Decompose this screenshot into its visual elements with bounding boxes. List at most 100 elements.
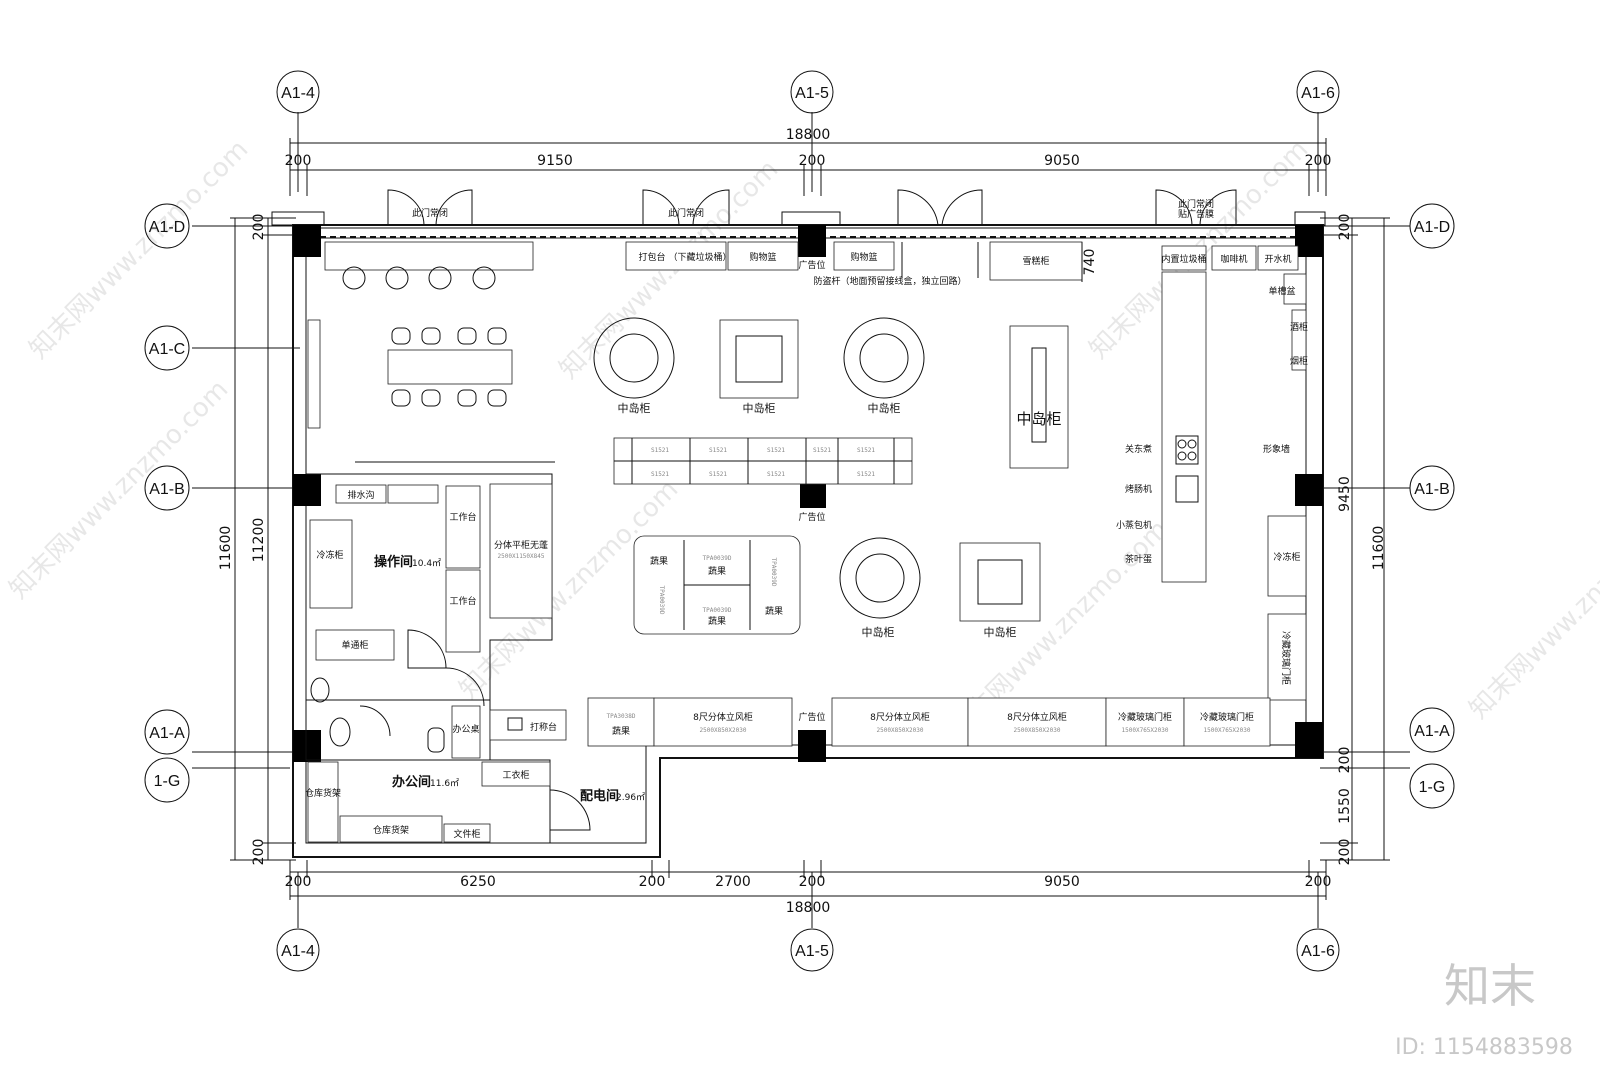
grid-label: A1-C xyxy=(149,341,185,358)
coffee-label: 咖啡机 xyxy=(1220,253,1247,265)
grid-top: A1-4 A1-5 A1-6 xyxy=(276,70,1340,192)
door-note: 贴广告膜 xyxy=(1178,208,1214,220)
produce-label: 蔬果 xyxy=(708,565,726,577)
warehouse-shelf-label: 仓库货架 xyxy=(305,787,341,799)
shelf-code: S1521 xyxy=(651,447,669,454)
cooler-label: 8尺分体立风柜 xyxy=(693,711,753,723)
door-note: 此门常闭 xyxy=(668,207,704,219)
dim-label: 2700 xyxy=(715,874,751,890)
grid-right: A1-D A1-B A1-A 1-G xyxy=(1320,203,1455,809)
center-shelves: S1521 S1521 S1521 S1521 S1521 S1521 S152… xyxy=(613,437,913,523)
sink-label: 单槽盆 xyxy=(1268,285,1295,297)
warehouse-shelf-label: 仓库货架 xyxy=(373,824,409,836)
cooler-size: 1500X765X2030 xyxy=(1204,727,1251,734)
island-label: 中岛柜 xyxy=(743,401,776,415)
room-area: 2.96㎡ xyxy=(616,792,645,803)
room-name: 操作间 xyxy=(374,554,413,570)
dims-bottom: 200 6250 200 2700 200 9050 200 18800 xyxy=(285,860,1332,916)
glass-cooler-label: 冷藏玻璃门柜 xyxy=(1280,631,1292,685)
island-label: 中岛柜 xyxy=(862,625,895,639)
ice-cream-cabinet-label: 雪糕柜 xyxy=(1022,255,1049,267)
grid-label: A1-D xyxy=(149,219,185,236)
cooler-label: 8尺分体立风柜 xyxy=(1007,711,1067,723)
brand-logo: 知末 xyxy=(1444,959,1536,1013)
cooler-size: 2500X850X2030 xyxy=(1014,727,1061,734)
locker-label: 工衣柜 xyxy=(502,769,529,781)
dim-label: 200 xyxy=(285,153,312,169)
door-note: 此门常闭 xyxy=(1178,198,1214,210)
grid-label: A1-A xyxy=(149,725,185,742)
produce-code: TPA0039D xyxy=(658,586,665,615)
island-label: 中岛柜 xyxy=(984,625,1017,639)
grid-label: A1-B xyxy=(1414,481,1450,498)
grid-label: A1-B xyxy=(149,481,185,498)
room-name: 办公间 xyxy=(392,774,431,790)
dim-label: 200 xyxy=(251,214,267,241)
bench-label: 工作台 xyxy=(449,595,476,607)
cooler-size: 2500X850X2030 xyxy=(700,727,747,734)
ad-spot-label: 广告位 xyxy=(798,259,825,271)
island-label: 中岛柜 xyxy=(868,401,901,415)
basket-label: 购物篮 xyxy=(749,251,776,263)
grid-label: A1-5 xyxy=(795,85,829,102)
bar-seating xyxy=(307,241,534,429)
grid-label: 1-G xyxy=(1419,779,1446,796)
sausage-label: 烤肠机 xyxy=(1125,483,1152,495)
dim-label: 200 xyxy=(1337,747,1353,774)
right-wall-counter: 内置垃圾桶 咖啡机 开水机 单槽盆 酒柜 烟柜 关东煮 烤肠机 小蒸包机 茶叶蛋… xyxy=(1116,245,1308,701)
anti-theft-note: 防盗杆（地面预留接线盒，独立回路） xyxy=(813,275,966,287)
pack-table-label: 打包台 xyxy=(638,251,665,263)
produce-label: 蔬果 xyxy=(765,605,783,617)
oden-label: 关东煮 xyxy=(1125,443,1152,455)
watermark: 知末网www.znzmo.com xyxy=(24,134,255,365)
basket-label: 购物篮 xyxy=(850,251,877,263)
dim-label: 740 xyxy=(1082,249,1098,276)
cooler-label: 8尺分体立风柜 xyxy=(870,711,930,723)
trash-label: 内置垃圾桶 xyxy=(1161,253,1206,265)
desk-label: 办公桌 xyxy=(452,723,479,735)
grid-label: A1-5 xyxy=(795,943,829,960)
front-counter: 打包台 （下藏垃圾桶） 购物篮 广告位 购物篮 防盗杆（地面预留接线盒，独立回路… xyxy=(625,241,1098,287)
dim-label: 200 xyxy=(799,153,826,169)
shelf-code: S1521 xyxy=(767,471,785,478)
dim-label: 9450 xyxy=(1337,476,1353,512)
room-name: 配电间 xyxy=(580,788,619,804)
glass-cooler-label: 冷藏玻璃门柜 xyxy=(1118,711,1172,723)
image-wall-label: 形象墙 xyxy=(1263,443,1290,455)
ad-spot-label: 广告位 xyxy=(798,711,825,723)
produce-label: 蔬果 xyxy=(708,615,726,627)
island-label: 中岛柜 xyxy=(618,401,651,415)
back-of-house: 排水沟 冷冻柜 操作间 10.4㎡ 工作台 工作台 分体平柜无蓬 2500X11… xyxy=(305,461,645,843)
glass-cooler-label: 冷藏玻璃门柜 xyxy=(1200,711,1254,723)
shelf-code: S1521 xyxy=(709,447,727,454)
dim-label: 9150 xyxy=(537,153,573,169)
bottom-cabinets: TPA3038D 蔬果 8尺分体立风柜 2500X850X2030 广告位 8尺… xyxy=(587,697,1271,747)
dim-label: 200 xyxy=(285,874,312,890)
grid-label: 1-G xyxy=(154,773,181,790)
dims-top: 18800 200 9150 200 9050 200 xyxy=(285,127,1332,196)
produce-code: TPA0039D xyxy=(703,607,732,614)
watermark: 知末网www.znzmo.com xyxy=(4,374,235,605)
dim-label: 11200 xyxy=(251,518,267,563)
bench-label: 工作台 xyxy=(449,511,476,523)
shelf-code: S1521 xyxy=(651,471,669,478)
island-label: 中岛柜 xyxy=(1016,410,1061,428)
tobacco-label: 烟柜 xyxy=(1290,355,1308,367)
grid-label: A1-A xyxy=(1414,723,1450,740)
dim-label: 6250 xyxy=(460,874,496,890)
shelf-code: S1521 xyxy=(857,447,875,454)
door-note: 此门常闭 xyxy=(412,207,448,219)
dim-label: 200 xyxy=(1305,874,1332,890)
drain-label: 排水沟 xyxy=(347,489,374,501)
freezer-label: 冷冻柜 xyxy=(316,549,343,561)
produce-table: 蔬果 TPA0039D 蔬果 TPA0039D 蔬果 蔬果 TPA0039D T… xyxy=(633,535,801,635)
scale-table-label: 打称台 xyxy=(530,721,557,733)
dim-label: 11600 xyxy=(1371,526,1387,571)
dim-label: 9050 xyxy=(1044,874,1080,890)
cooler-size: 2500X850X2030 xyxy=(877,727,924,734)
grid-label: A1-4 xyxy=(281,85,315,102)
split-cabinet-size: 2500X1150X845 xyxy=(498,553,545,560)
grid-label: A1-6 xyxy=(1301,85,1335,102)
dim-label: 200 xyxy=(1305,153,1332,169)
